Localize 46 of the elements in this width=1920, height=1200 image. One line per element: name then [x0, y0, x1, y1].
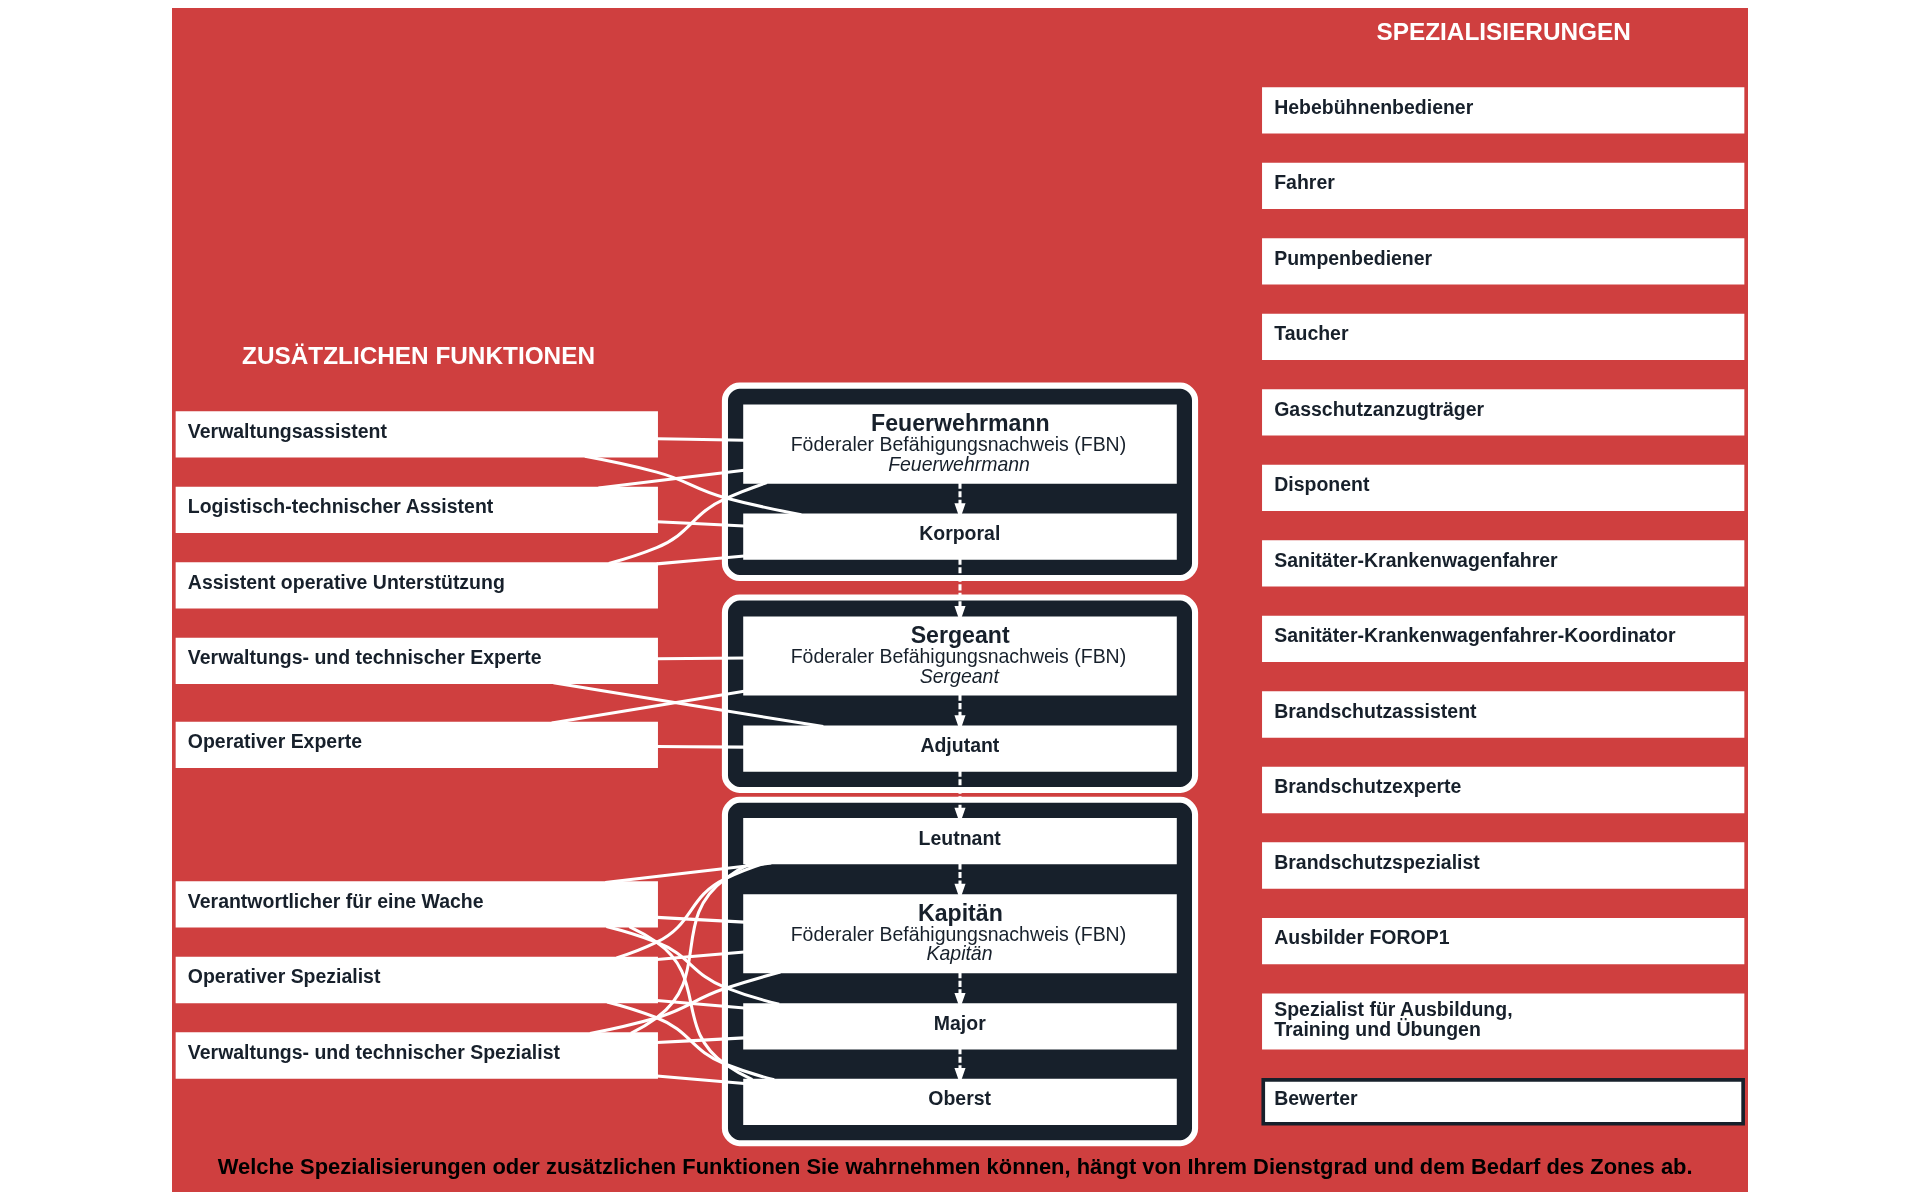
- node-box: Brandschutzexperte: [1262, 766, 1745, 814]
- node-box: Spezialist für Ausbildung, Training und Übungen: [1262, 993, 1745, 1050]
- node-box: Verwaltungs- und technischer Spezialist: [175, 1032, 658, 1079]
- node-box: Fahrer: [1262, 162, 1745, 210]
- connector: [656, 520, 745, 528]
- node-box: Oberst: [743, 1078, 1177, 1125]
- connector: [656, 1036, 745, 1045]
- node-box: Gasschutzanzugträger: [1262, 389, 1745, 436]
- node-box: Kapitän Föderaler Befähigungsnachweis (FBN) Kapitän: [743, 894, 1177, 974]
- node-box: Bewerter: [1261, 1078, 1745, 1126]
- node-box: Major: [743, 1003, 1177, 1050]
- node-box: Feuerwehrmann Föderaler Befähigungsnachweis (FBN) Feuerwehrmann: [743, 404, 1177, 484]
- node-box: Sanitäter-Krankenwagenfahrer: [1262, 540, 1745, 587]
- node-box: Verwaltungs- und technischer Experte: [175, 637, 658, 685]
- connector: [656, 656, 745, 661]
- cluster: [721, 796, 1199, 1147]
- node-box: Brandschutzspezialist: [1262, 842, 1745, 889]
- node-box: Logistisch-technischer Assistent: [175, 486, 658, 533]
- label: ZUSÄTZLICHEN FUNKTIONEN: [242, 341, 595, 369]
- connector: [656, 1074, 745, 1085]
- node-box: Ausbilder FOROP1: [1262, 917, 1745, 965]
- connector: [656, 437, 745, 442]
- connector: [656, 554, 745, 566]
- node-box: Korporal: [743, 513, 1177, 560]
- node-box: Operativer Experte: [175, 721, 658, 769]
- node-box: Sergeant Föderaler Befähigungsnachweis (FBN) Sergeant: [743, 616, 1177, 696]
- node-box: Pumpenbediener: [1262, 238, 1745, 285]
- connector: [656, 745, 745, 749]
- node-box: Hebebühnenbediener: [1262, 87, 1745, 134]
- node-box: Brandschutzassistent: [1262, 691, 1745, 738]
- node-box: Operativer Spezialist: [175, 956, 658, 1004]
- node-box: Adjutant: [743, 725, 1177, 772]
- connector: [656, 915, 745, 924]
- node-box: Leutnant: [743, 818, 1177, 865]
- node-box: Taucher: [1262, 313, 1745, 361]
- cluster: [721, 382, 1199, 582]
- label: SPEZIALISIERUNGEN: [1376, 17, 1631, 45]
- connector: [656, 998, 745, 1010]
- connector: [656, 950, 745, 962]
- cluster: [721, 594, 1199, 794]
- node-box: Verwaltungsassistent: [175, 411, 658, 458]
- node-box: Verantwortlicher für eine Wache: [175, 881, 658, 928]
- caption: Welche Spezialisierungen oder zusätzlichen Funktionen Sie wahrnehmen können, hängt von Ihrem Dienstgrad und dem Bedarf des Zones ab.: [217, 1154, 1693, 1180]
- node-box: Disponent: [1262, 464, 1745, 512]
- node-box: Sanitäter-Krankenwagenfahrer-Koordinator: [1262, 615, 1745, 663]
- node-box: Assistent operative Unterstützung: [175, 562, 658, 609]
